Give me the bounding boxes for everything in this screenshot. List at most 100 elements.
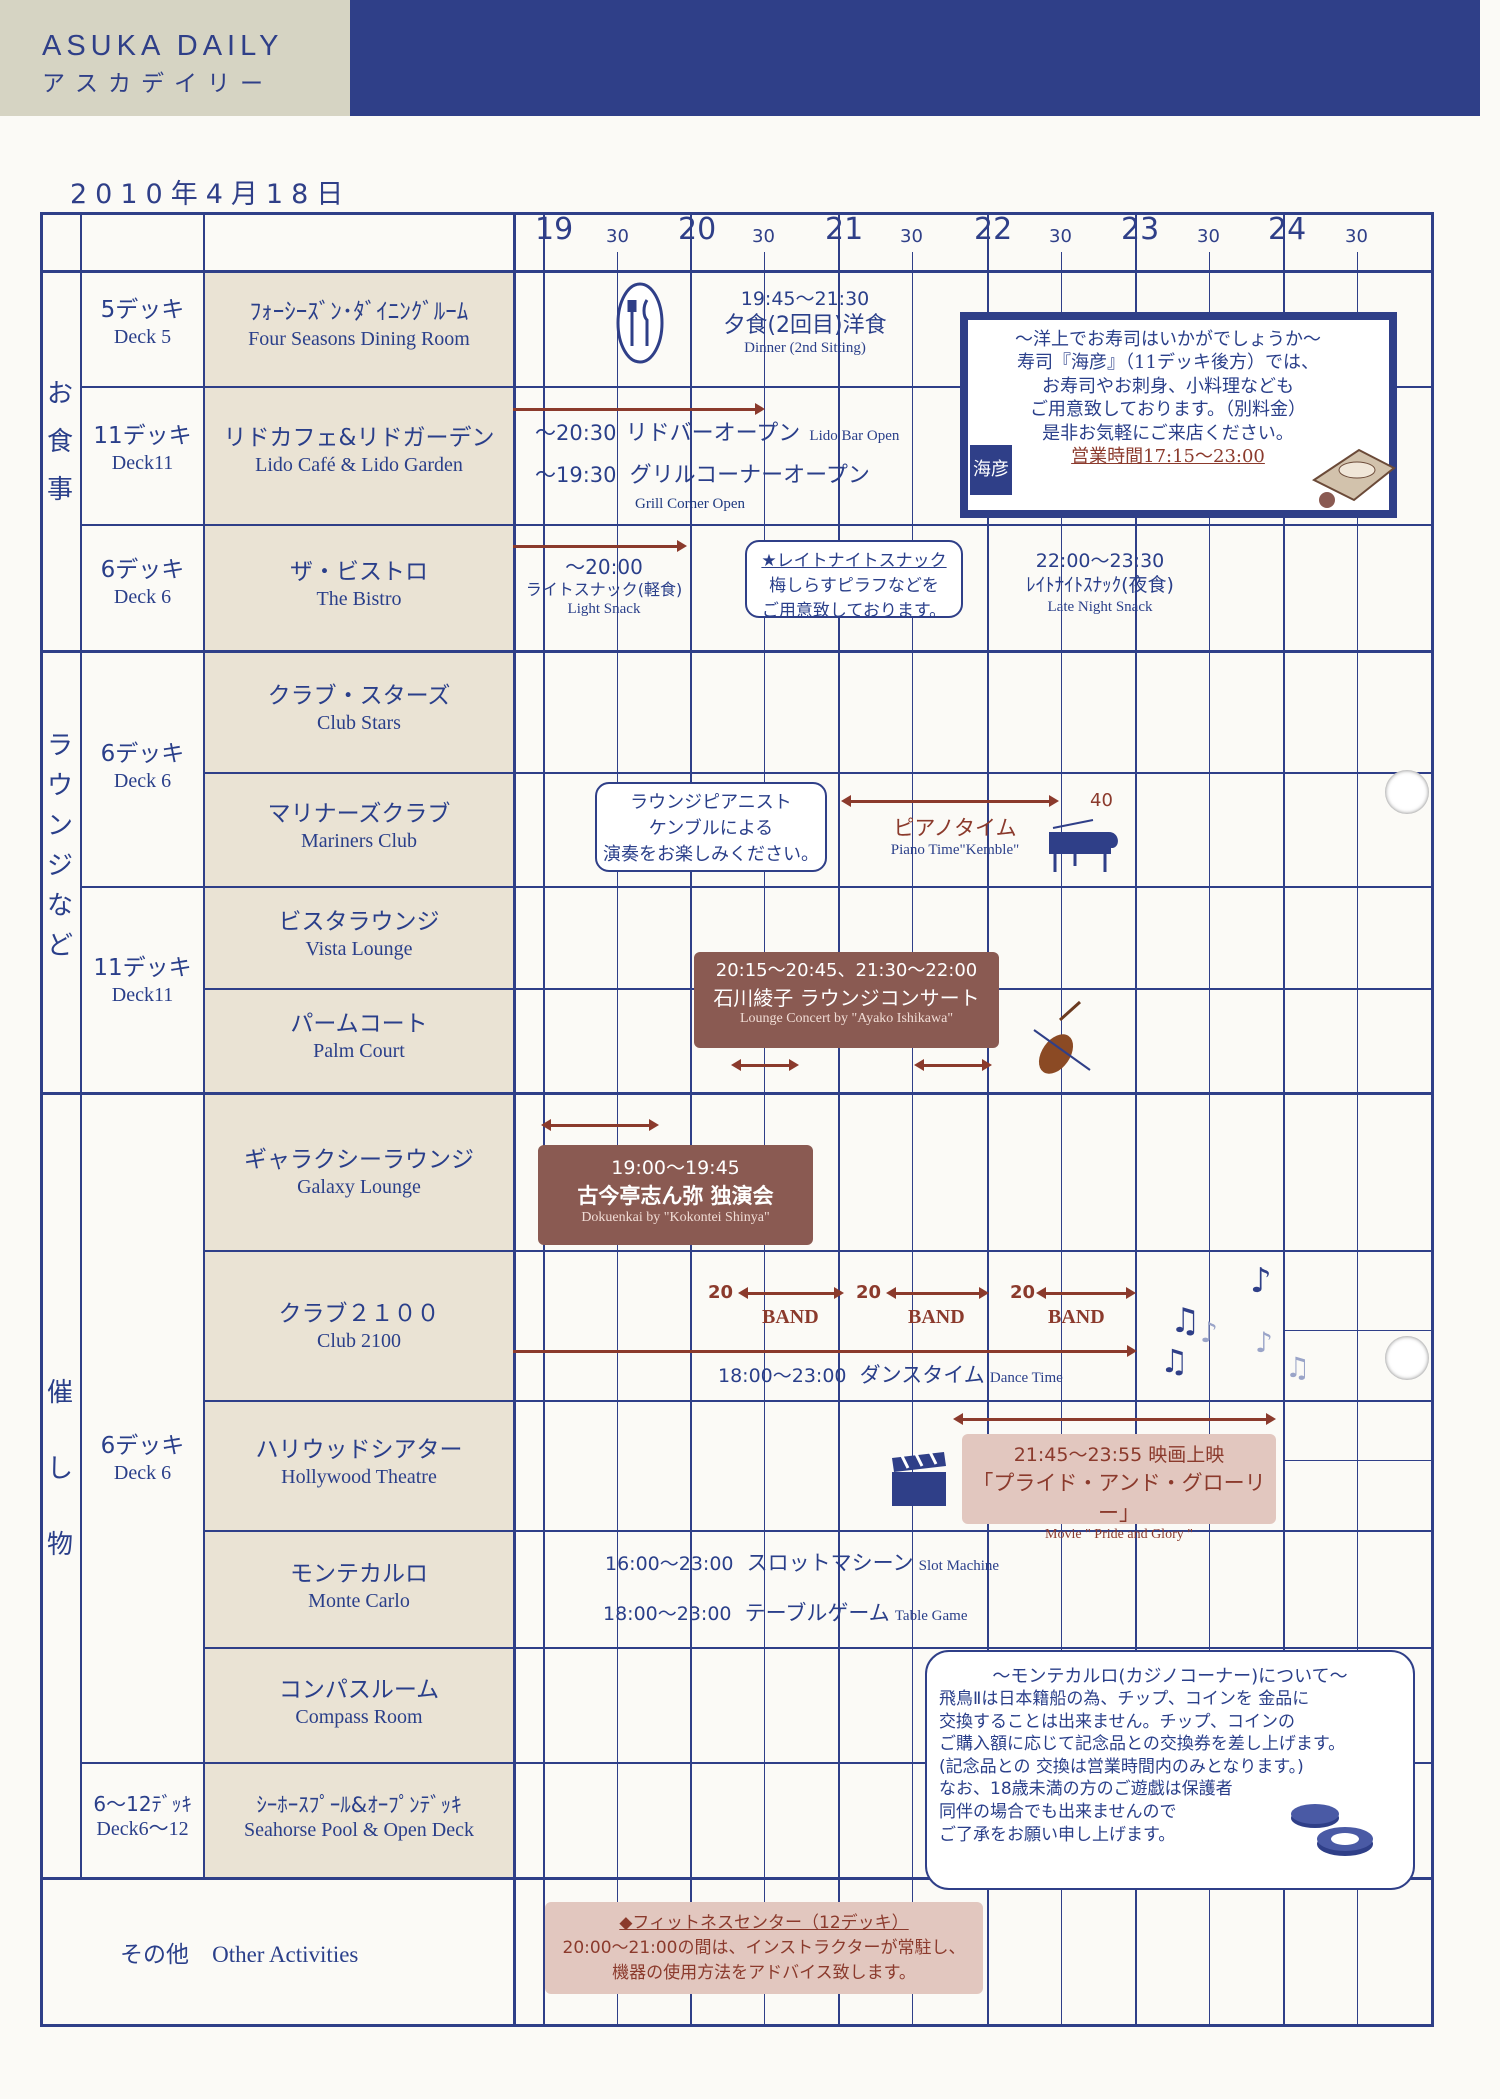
vline-venue [513, 212, 516, 2027]
arrow-piano [841, 795, 1059, 807]
event-grill-en: Grill Corner Open [635, 496, 745, 512]
hline-club2100 [203, 1400, 1434, 1402]
svg-text:♫: ♫ [1160, 1342, 1189, 1380]
hline-lounge [40, 1092, 1434, 1095]
venue-mariners: マリナーズクラブ Mariners Club [267, 801, 451, 852]
arrow-dance [513, 1345, 1137, 1357]
hour-label: 23 [1121, 212, 1160, 247]
sushi-plate-icon [1309, 440, 1399, 514]
hour-label: 22 [974, 212, 1013, 247]
fork-knife-icon [616, 282, 664, 368]
vline-1930 [617, 252, 618, 2027]
band3-start: 20 [1010, 1282, 1036, 1303]
venue-cell [205, 990, 513, 1092]
event-concert: 20:15～20:45、21:30～22:00 石川綾子 ラウンジコンサート L… [694, 952, 999, 1048]
arrow-movie [953, 1413, 1276, 1425]
binder-hole [1385, 1336, 1429, 1380]
venue-cell [205, 1649, 513, 1762]
vline-deck [203, 212, 205, 1877]
header-band-right [350, 0, 1480, 116]
category-dining: お 食 事 [46, 379, 73, 505]
violin-icon [1030, 1000, 1100, 1088]
venue-club2100: クラブ２１００ Club 2100 [278, 1301, 440, 1352]
hline-sub2 [1283, 1460, 1434, 1461]
vline-2030 [764, 252, 765, 2027]
schedule-date: 2010年4月18日 [70, 179, 352, 210]
vline-23 [1135, 212, 1137, 2027]
pianist-note: ラウンジピアニスト ケンブルによる 演奏をお楽しみください。 [595, 782, 827, 872]
binder-hole [1385, 770, 1429, 814]
vline-22 [987, 212, 989, 2027]
half-label: 30 [1345, 226, 1368, 247]
band3-label: BAND [1048, 1306, 1105, 1328]
svg-text:♪: ♪ [1250, 1262, 1272, 1301]
sushi-ad-inner: ～洋上でお寿司はいかがでしょうか～ 寿司『海彦』（11デッキ後方）では、 お寿司… [968, 320, 1396, 510]
vline-2330 [1209, 252, 1210, 2027]
arrow-band-2 [886, 1287, 989, 1299]
sushi-ad: ～洋上でお寿司はいかがでしょうか～ 寿司『海彦』（11デッキ後方）では、 お寿司… [960, 312, 1397, 518]
hline-d11 [80, 524, 1434, 526]
vline-20 [690, 212, 692, 2027]
hline-stars [203, 772, 1434, 774]
hline-sub1 [1283, 1330, 1434, 1331]
hline-monte [203, 1647, 1434, 1649]
band1-start: 20 [708, 1282, 734, 1303]
half-label: 30 [752, 226, 775, 247]
event-dinner: 19:45～21:30 夕食(2回目)洋食 Dinner (2nd Sittin… [723, 288, 887, 357]
hline-mariners [80, 886, 1434, 888]
arrow-lido-bar [513, 403, 765, 415]
venue-monte: モンテカルロ Monte Carlo [290, 1561, 428, 1612]
venue-compass: コンパスルーム Compass Room [278, 1677, 440, 1728]
event-lido-bar: ～20:30 リドバーオープン Lido Bar Open [535, 421, 900, 446]
svg-text:♫: ♫ [1170, 1301, 1200, 1341]
sushi-ad-text: ～洋上でお寿司はいかがでしょうか～ 寿司『海彦』（11デッキ後方）では、 お寿司… [1015, 329, 1321, 467]
vline-2230 [1061, 252, 1062, 2027]
hour-label: 21 [825, 212, 864, 247]
half-label: 30 [1049, 226, 1072, 247]
band1-label: BAND [762, 1306, 819, 1328]
hline-hollywood [203, 1530, 1434, 1532]
clapperboard-icon [888, 1450, 950, 1514]
sushi-logo: 海彦 [970, 445, 1012, 495]
venue-cell [205, 273, 513, 386]
venue-bistro: ザ・ビストロ The Bistro [290, 559, 428, 610]
venue-cell [205, 888, 513, 988]
hour-label: 19 [535, 212, 574, 247]
venue-hollywood: ハリウッドシアター Hollywood Theatre [255, 1437, 463, 1488]
half-label: 30 [900, 226, 923, 247]
venue-galaxy: ギャラクシーラウンジ Galaxy Lounge [244, 1147, 474, 1198]
deck-6c: 6デッキ Deck 6 [100, 1433, 185, 1484]
event-dokuenkai: 19:00～19:45 古今亭志ん弥 独演会 Dokuenkai by "Kok… [538, 1145, 813, 1245]
event-movie: 21:45～23:55 映画上映 「プライド・アンド・グローリー」 Movie … [962, 1434, 1276, 1542]
arrow-band-1 [738, 1287, 844, 1299]
venue-cell [205, 1252, 513, 1400]
event-table: 18:00～23:00 テーブルゲーム Table Game [603, 1601, 968, 1625]
casino-chips-icon [1285, 1796, 1381, 1870]
band2-start: 20 [856, 1282, 882, 1303]
half-label: 30 [606, 226, 629, 247]
arrow-light-snack [513, 540, 687, 552]
venue-other: その他 Other Activities [120, 1942, 359, 1968]
piano-end: 40 [1090, 790, 1113, 811]
venue-lido: リドカフェ&リドガーデン Lido Café & Lido Garden [223, 425, 495, 476]
hline-galaxy [203, 1250, 1434, 1252]
category-events: 催 し 物 [46, 1378, 73, 1560]
brand-kana: アスカデイリー [42, 71, 273, 97]
half-label: 30 [1197, 226, 1220, 247]
event-fitness: ◆フィットネスセンター（12デッキ） 20:00～21:00の間は、インストラク… [545, 1902, 983, 1994]
arrow-concert-1 [731, 1059, 799, 1071]
event-grill: ～19:30 グリルコーナーオープン [535, 463, 870, 488]
venue-cell [205, 1095, 513, 1250]
venue-cell [205, 526, 513, 650]
venue-cell [205, 774, 513, 886]
band2-label: BAND [908, 1306, 965, 1328]
venue-cell [205, 1764, 513, 1877]
arrow-dokuenkai [541, 1119, 659, 1131]
svg-text:♫: ♫ [1285, 1351, 1310, 1384]
venue-palm: パームコート Palm Court [290, 1011, 428, 1062]
vline-category [80, 212, 82, 1877]
hour-label: 24 [1268, 212, 1307, 247]
venue-cell [205, 653, 513, 772]
deck-11b: 11デッキ Deck11 [93, 955, 192, 1006]
hline-compass [80, 1762, 1434, 1764]
